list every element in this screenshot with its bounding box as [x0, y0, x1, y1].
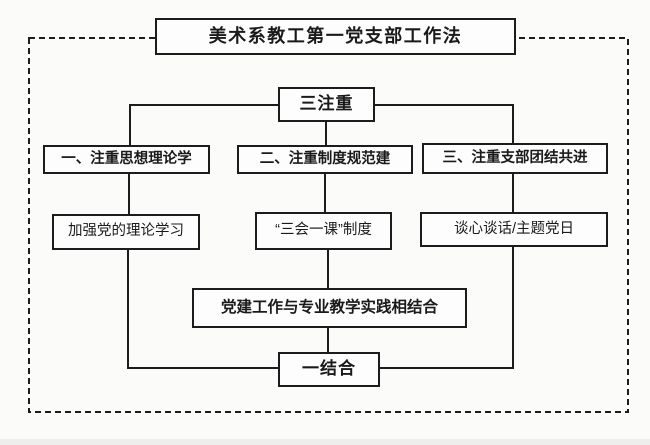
diagram-title: 美术系教工第一党支部工作法: [155, 18, 516, 55]
node-emphasis-1-heading: 一、注重思想理论学: [43, 145, 210, 174]
node-three-emphases: 三注重: [278, 87, 375, 122]
photo-edge-shadow: [0, 439, 650, 445]
node-one-combination: 一结合: [278, 352, 380, 387]
node-integration: 党建工作与专业教学实践相结合: [192, 288, 467, 328]
node-emphasis-3-heading: 三、注重支部团结共进: [422, 143, 608, 174]
node-emphasis-1-detail: 加强党的理论学习: [52, 214, 200, 250]
node-emphasis-3-detail: 谈心谈话/主题党日: [420, 212, 608, 247]
node-emphasis-2-detail: “三会一课”制度: [255, 212, 392, 250]
dashed-border: [28, 37, 629, 413]
node-emphasis-2-heading: 二、注重制度规范建: [237, 145, 413, 174]
